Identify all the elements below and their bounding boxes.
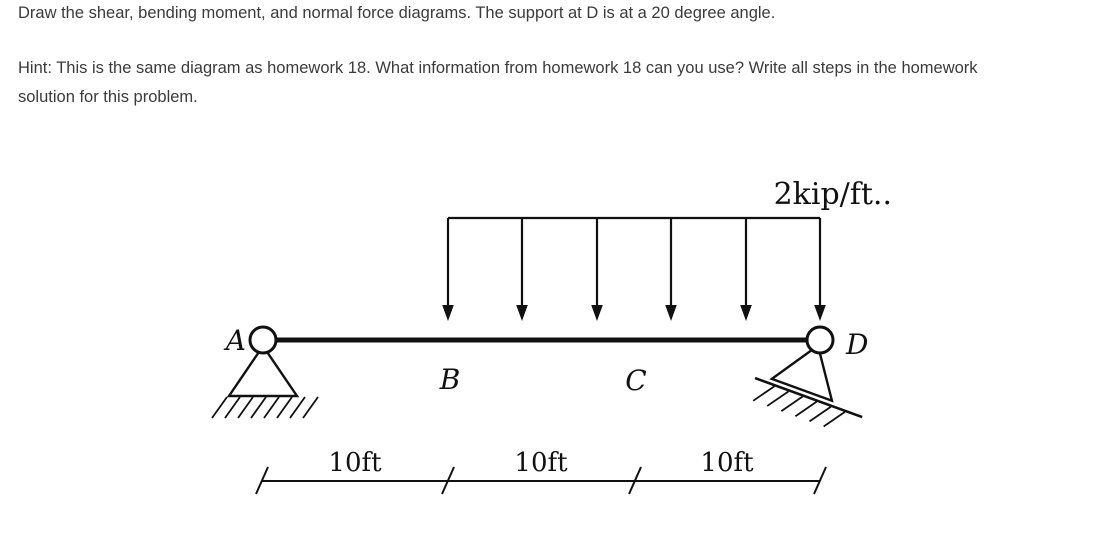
distributed-load [446,216,822,308]
down-arrow-icon [814,305,826,321]
problem-statement: Draw the shear, bending moment, and norm… [18,4,776,22]
down-arrow-icon [665,305,677,321]
node-label-b: B [439,363,461,396]
hint-text-line-1: Hint: This is the same diagram as homewo… [18,59,978,77]
pin-circle-d [805,325,835,355]
beam-diagram: 2kip/ft.. A B C D [211,177,892,495]
ground-hatching-a [211,396,319,419]
down-arrow-icon [442,305,454,321]
node-label-d: D [845,328,868,361]
dimension-tick [255,466,269,495]
dimension-label-1: 10ft [328,448,382,478]
down-arrow-icon [740,305,752,321]
dimension-tick [813,466,827,495]
dimension-line [255,466,827,495]
pin-triangle [226,343,300,398]
support-d-inclined [752,343,863,428]
dimension-tick [441,466,455,495]
dimension-tick [628,466,642,495]
node-label-a: A [223,324,246,357]
pin-circle-a [248,325,278,355]
down-arrow-icon [516,305,528,321]
load-intensity-label: 2kip/ft.. [774,177,892,212]
hint-text-line-2: solution for this problem. [18,88,198,106]
dimension-label-2: 10ft [514,448,568,478]
ground-hatching-d [752,385,846,428]
support-a-pin [211,343,319,419]
load-arrowheads [442,305,826,321]
down-arrow-icon [591,305,603,321]
pin-triangle [769,343,834,403]
node-label-c: C [625,364,646,397]
inclined-surface-line [754,376,863,419]
dimension-label-3: 10ft [700,448,754,478]
